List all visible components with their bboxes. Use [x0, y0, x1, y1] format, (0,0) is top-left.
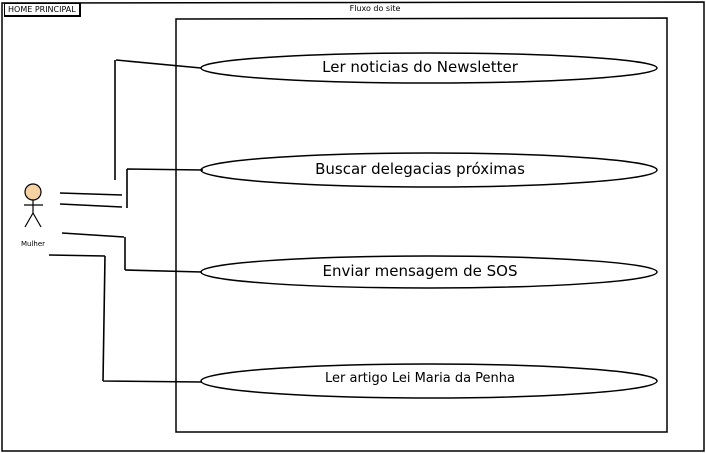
actor-figure[interactable] [24, 183, 43, 228]
association-line-2 [59, 168, 204, 208]
use-case-label-1: Ler noticias do Newsletter [322, 58, 518, 76]
association-line-4 [48, 254, 203, 383]
actor-head [24, 183, 42, 201]
system-title: Fluxo do site [349, 4, 401, 13]
use-case-label-2: Buscar delegacias próximas [315, 160, 525, 178]
actor-right-leg [32, 212, 42, 228]
association-line-1 [114, 59, 202, 180]
actor-label: Mulher [20, 240, 46, 248]
association-line-3 [59, 203, 203, 273]
frame-title: HOME PRINCIPAL [4, 3, 81, 17]
actor-left-leg [24, 212, 34, 228]
association-lines [48, 59, 204, 383]
system-boundary [175, 17, 668, 433]
use-case-ellipse-4[interactable] [200, 363, 658, 399]
use-case-label-3: Enviar mensagem de SOS [322, 262, 518, 280]
use-case-label-4: Ler artigo Lei Maria da Penha [324, 371, 515, 386]
